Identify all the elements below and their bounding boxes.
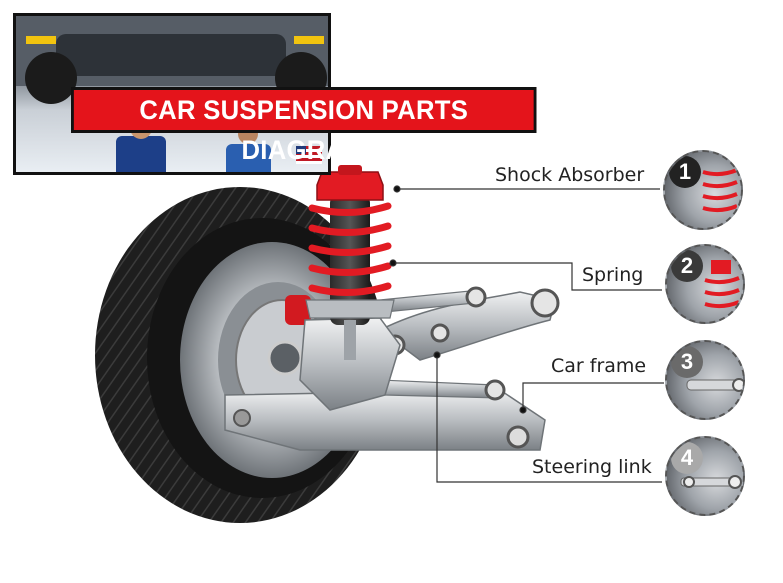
badge-number-4: 4 — [671, 442, 703, 474]
shock-rod — [344, 320, 356, 360]
label-car-frame: Car frame — [551, 355, 647, 377]
frame-link — [379, 379, 506, 401]
leader-frame — [522, 382, 664, 410]
hub — [267, 340, 303, 376]
detail-thumb-2: 2 — [665, 244, 745, 324]
lower-arm — [224, 389, 546, 451]
detail-thumb-4: 4 — [665, 436, 745, 516]
brake-caliper — [285, 295, 311, 325]
label-shock-absorber: Shock Absorber — [495, 164, 645, 186]
label-steering-link: Steering link — [532, 456, 652, 478]
coilover — [305, 165, 395, 360]
leader-lines — [389, 185, 664, 483]
diagram-title: CAR SUSPENSION PARTS DIAGRAM — [71, 87, 537, 165]
badge-number-1: 1 — [669, 156, 701, 188]
badge-number-3: 3 — [671, 346, 703, 378]
upper-arm — [378, 286, 560, 361]
leader-steering — [436, 355, 662, 483]
leader-spring — [393, 262, 662, 291]
badge-number-2: 2 — [671, 250, 703, 282]
detail-thumb-3: 3 — [665, 340, 745, 420]
detail-thumb-1: 1 — [663, 150, 743, 230]
shock-top-mount — [316, 171, 384, 201]
label-spring: Spring — [582, 264, 644, 286]
